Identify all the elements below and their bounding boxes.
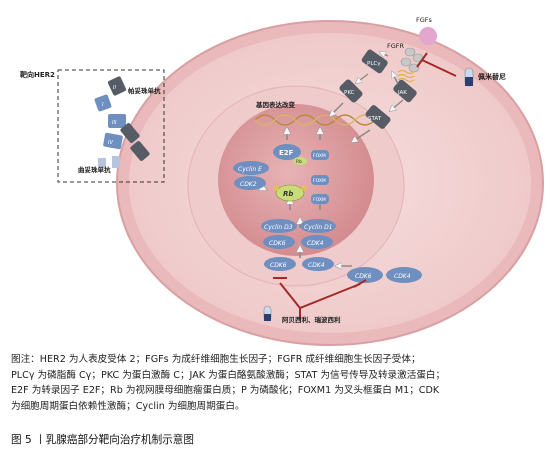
caption-line-2: PLCγ 为磷脂酶 Cγ；PKC 为蛋白激酶 C；JAK 为蛋白酪氨酸激酶；ST… <box>11 369 446 381</box>
figure-caption: 图注：HER2 为人表皮受体 2；FGFs 为成纤维细胞生长因子；FGFR 成纤… <box>11 352 546 414</box>
fgfr-label: FGFR <box>387 42 405 50</box>
fgfs-label: FGFs <box>416 16 433 24</box>
cdk4-outer-protein <box>386 267 422 283</box>
phospho-dot-1 <box>273 185 279 191</box>
cdk6-outer-protein <box>347 267 383 283</box>
pemigatinib-capsule-icon <box>464 67 474 87</box>
her2-domain-iii: III <box>112 120 117 126</box>
caption-line-4: 为细胞周期蛋白依赖性激酶；Cyclin 为细胞周期蛋白。 <box>11 400 245 412</box>
cdk4-inner-protein <box>301 235 333 249</box>
cdk6-mid-label: CDK6 <box>270 262 287 269</box>
cdk4-inner-label: CDK4 <box>307 240 324 247</box>
cdk6-outer-label: CDK6 <box>355 273 372 280</box>
cyclin-d3-protein <box>261 219 297 233</box>
plcy-label: PLCγ <box>367 61 381 67</box>
cdk4-outer-label: CDK4 <box>394 273 411 280</box>
fgfr-helix <box>397 69 415 83</box>
plcy-node <box>361 49 388 74</box>
drugs-label: 阿贝西利、瑞波西利 <box>282 315 341 324</box>
cdk2-label: CDK2 <box>240 181 257 188</box>
rb-label: Rb <box>283 190 293 198</box>
cdk6-inner-protein <box>263 235 295 249</box>
rb-small-protein <box>293 157 307 165</box>
pemigatinib-inhibit-line <box>421 59 457 77</box>
her2-domain-iv: IV <box>108 140 113 146</box>
pkc-node <box>339 79 363 103</box>
signal-arrows <box>330 52 404 142</box>
foxm-label-3: FOXM <box>313 197 326 203</box>
nucleus <box>218 104 374 256</box>
pemigatinib-label: 佩米替尼 <box>478 72 506 81</box>
stat-label: STAT <box>368 116 382 122</box>
jak-label: JAK <box>397 90 407 96</box>
trastuzumab-label: 曲妥珠单抗 <box>78 165 111 174</box>
cyclin-d1-label: Cyclin D1 <box>304 224 333 231</box>
fgfr-receptor <box>400 47 424 73</box>
rb-protein <box>275 184 305 202</box>
cyclin-e-label: Cyclin E <box>238 166 262 173</box>
jak-node <box>393 79 417 103</box>
dna-helix <box>254 114 376 126</box>
cdk6-mid-protein <box>264 257 296 271</box>
gene-expression-label: 基因表达改变 <box>255 100 296 109</box>
foxm-label-2: FOXM <box>313 178 326 184</box>
cyclin-e-protein <box>233 161 269 175</box>
drugs-capsule-icon <box>263 305 272 322</box>
e2f-label: E2F <box>279 149 294 157</box>
her2-domain-ii: II <box>113 85 116 91</box>
e2f-protein <box>273 144 301 160</box>
fgfs-ligand <box>419 27 437 45</box>
cdk4-mid-label: CDK4 <box>308 262 325 269</box>
stat-node <box>365 105 391 129</box>
her2-domain-i: I <box>102 102 104 108</box>
pemigatinib-inhibit-bar <box>416 52 428 68</box>
foxm-label-1: FOXM <box>313 153 326 159</box>
caption-line-3: E2F 为转录因子 E2F；Rb 为视网膜母细胞瘤蛋白质；P 为磷酸化；FOXM… <box>11 385 440 397</box>
pkc-label: PKC <box>344 90 355 96</box>
phospho-dot-2 <box>301 185 307 191</box>
her2-receptor <box>94 76 150 168</box>
pertuzumab-label: 帕妥珠单抗 <box>128 86 161 95</box>
cyclin-d3-label: Cyclin D3 <box>264 224 293 231</box>
cyclin-d1-protein <box>300 219 336 233</box>
rb-small-label: Rb <box>296 159 302 165</box>
her2-box <box>57 69 165 183</box>
cdk6-inner-label: CDK6 <box>269 240 286 247</box>
mechanism-diagram: 靶向HER2 I II III IV 帕妥珠单抗 曲妥珠单抗 FGFs FGFR… <box>20 16 544 346</box>
foxm-stack <box>311 150 329 204</box>
cdk4-mid-protein <box>302 257 334 271</box>
figure-title: 图 5 丨乳腺癌部分靶向治疗机制示意图 <box>11 434 194 446</box>
caption-line-1: 图注：HER2 为人表皮受体 2；FGFs 为成纤维细胞生长因子；FGFR 成纤… <box>11 354 421 365</box>
cdk2-protein <box>234 176 266 190</box>
cdk-inhibitor-lines <box>273 277 367 320</box>
her2-target-label: 靶向HER2 <box>20 70 55 79</box>
